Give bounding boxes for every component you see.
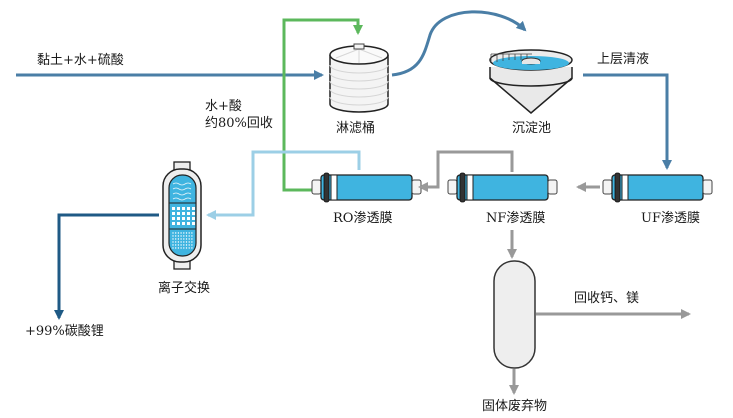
resin-particle (188, 247, 190, 249)
resin-bead (187, 217, 190, 220)
settling-tank-label: 沉淀池 (512, 121, 552, 136)
resin-particle (177, 232, 180, 234)
resin-particle (175, 235, 177, 237)
recycle-acid-arrow (282, 18, 363, 192)
resin-particle (172, 232, 174, 234)
resin-particle (191, 247, 193, 249)
resin-particle (175, 244, 177, 246)
resin-particle (183, 232, 185, 234)
resin-particle (183, 238, 185, 240)
resin-bead (172, 207, 175, 210)
resin-particle (180, 244, 182, 246)
recycle-label-line2: 约80%回收 (205, 116, 273, 131)
ro-membrane-icon (311, 172, 422, 203)
product-label: +99%碳酸锂 (25, 324, 104, 339)
feed-label: 黏土+水+硫酸 (37, 53, 124, 68)
resin-particle (188, 232, 190, 234)
resin-particle (183, 244, 185, 246)
resin-particle (183, 235, 185, 237)
resin-particle (180, 247, 182, 249)
resin-particle (188, 235, 190, 237)
resin-bead (172, 222, 175, 225)
resin-particle (180, 232, 182, 234)
resin-bead (182, 207, 185, 210)
supernatant-label: 上层清液 (597, 52, 650, 67)
ro-to-ion-exchange-arrow (206, 150, 361, 220)
resin-particle (180, 238, 182, 240)
resin-bead (192, 207, 195, 210)
resin-particle (177, 238, 180, 240)
resin-particle (172, 235, 174, 237)
recycle-label-line1: 水+酸 (205, 99, 242, 114)
resin-particle (172, 241, 174, 243)
resin-particle (191, 238, 193, 240)
nf-to-ro-arrow (418, 150, 514, 192)
uf-membrane-icon (602, 172, 713, 203)
resin-bead (177, 212, 180, 215)
resin-bead (177, 207, 180, 210)
resin-particle (185, 244, 188, 246)
uf-membrane-label: UF渗透膜 (641, 211, 700, 226)
resin-bead (177, 222, 180, 225)
resin-bead (187, 207, 190, 210)
resin-particle (191, 244, 193, 246)
recover-ca-mg-label: 回收钙、镁 (574, 291, 640, 306)
resin-particle (175, 232, 177, 234)
resin-particle (180, 241, 182, 243)
resin-bead (192, 222, 195, 225)
product-arrow (54, 213, 159, 320)
resin-particle (191, 241, 193, 243)
resin-particle (180, 235, 182, 237)
resin-particle (175, 241, 177, 243)
resin-particle (185, 235, 188, 237)
resin-particle (185, 232, 188, 234)
leach-tank-label: 淋滤桶 (336, 121, 376, 136)
resin-bead (187, 212, 190, 215)
resin-particle (185, 238, 188, 240)
ro-membrane-label: RO渗透膜 (333, 211, 393, 226)
resin-particle (191, 232, 193, 234)
resin-bead (172, 212, 175, 215)
resin-particle (191, 235, 193, 237)
ion-exchange-label: 离子交换 (158, 281, 211, 296)
resin-particle (183, 241, 185, 243)
resin-bead (182, 212, 185, 215)
resin-bead (177, 217, 180, 220)
resin-particle (185, 241, 188, 243)
settling-tank-icon (489, 49, 573, 114)
resin-particle (188, 241, 190, 243)
resin-particle (177, 235, 180, 237)
resin-particle (185, 247, 188, 249)
leach-tank-icon (329, 43, 389, 113)
resin-particle (175, 247, 177, 249)
resin-particle (172, 238, 174, 240)
nf-membrane-label: NF渗透膜 (486, 211, 546, 226)
resin-particle (172, 247, 174, 249)
resin-bead (192, 212, 195, 215)
ion-exchange-column-icon (162, 161, 202, 270)
separator-vessel-icon (493, 260, 536, 369)
nf-membrane-icon (447, 172, 558, 203)
resin-particle (177, 247, 180, 249)
resin-particle (188, 244, 190, 246)
resin-bead (187, 222, 190, 225)
resin-bead (182, 217, 185, 220)
solid-waste-label: 固体废弃物 (482, 399, 548, 414)
supernatant-arrow (583, 73, 672, 170)
resin-bead (182, 222, 185, 225)
resin-particle (177, 241, 180, 243)
resin-particle (177, 244, 180, 246)
resin-bead (172, 217, 175, 220)
resin-particle (188, 238, 190, 240)
transfer-arrow (391, 10, 527, 77)
resin-particle (172, 244, 174, 246)
resin-particle (183, 247, 185, 249)
resin-particle (175, 238, 177, 240)
resin-bead (192, 217, 195, 220)
